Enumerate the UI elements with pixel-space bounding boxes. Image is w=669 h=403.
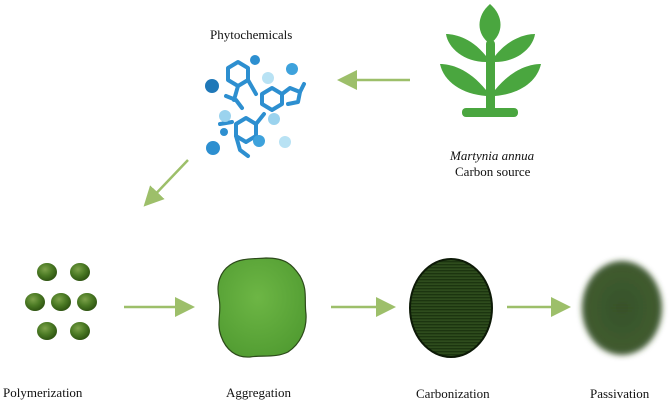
- step-label-carbonization: Carbonization: [416, 386, 490, 401]
- step-label-aggregation: Aggregation: [226, 385, 291, 400]
- carbon-source-label: Carbon source: [455, 164, 531, 179]
- species-label: Martynia annua: [450, 148, 535, 163]
- plant-icon: [440, 4, 541, 117]
- molecule-icon: [205, 55, 306, 158]
- aggregate-shape: [217, 257, 307, 358]
- step-label-polymerization: Polymerization: [3, 385, 83, 400]
- phytochemicals-label: Phytochemicals: [210, 27, 293, 42]
- particle-icon: [25, 263, 97, 340]
- carbon-dot-shape: [409, 258, 493, 358]
- step-label-passivation: Passivation: [590, 386, 650, 401]
- arrow-icon: [124, 70, 571, 317]
- passivated-dot-shape: [580, 259, 664, 357]
